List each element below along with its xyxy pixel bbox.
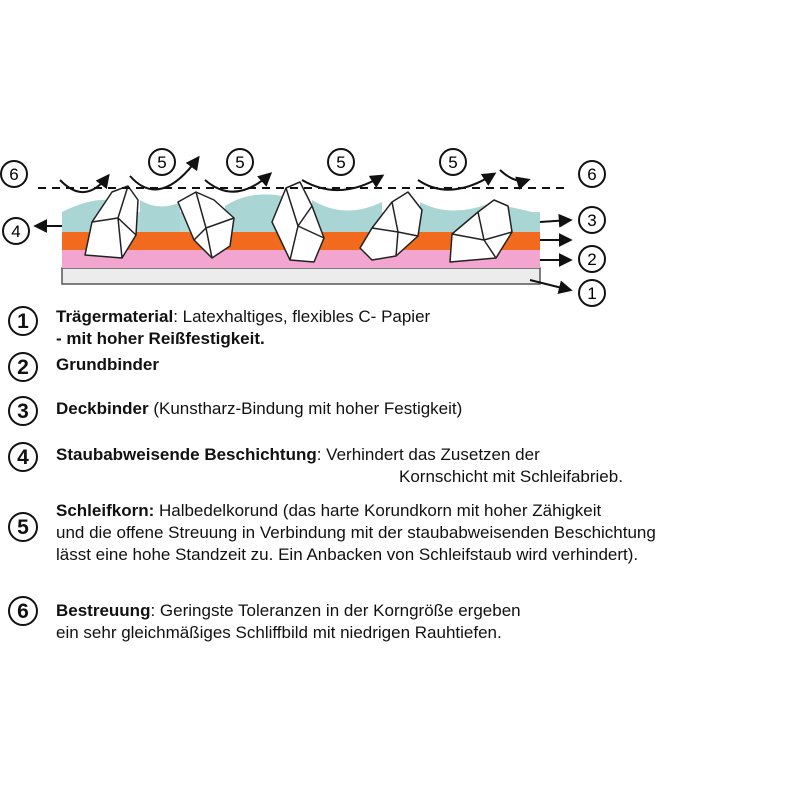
grain [84,185,139,259]
legend-text: Trägermaterial: Latexhaltiges, flexibles… [56,307,431,348]
side-arrows [33,213,573,295]
legend-text: Bestreuung: Geringste Toleranzen in der … [56,601,521,642]
grain [177,191,235,259]
callout-1: 1 [578,279,606,307]
callout-2: 2 [578,245,606,273]
legend-title: Staubabweisende Beschichtung [56,445,317,464]
legend-title: Bestreuung [56,601,151,620]
svg-text:1: 1 [587,284,596,303]
legend-text: Grundbinder [56,354,800,376]
legend-number: 4 [8,442,38,472]
grain [359,191,423,261]
abrasive-grains [84,181,513,263]
legend-title: Schleifkorn: [56,501,155,520]
callout-5-a: 5 [148,148,176,176]
legend-number: 5 [8,512,38,542]
svg-text:6: 6 [587,165,596,184]
svg-text:5: 5 [336,153,345,172]
dust-arrows [59,155,531,194]
callout-6-left: 6 [0,160,28,188]
abrasive-layer-diagram: 6 5 5 5 5 6 4 3 2 1 [0,148,606,307]
svg-text:2: 2 [587,250,596,269]
legend-number: 6 [8,596,38,626]
legend-text: Staubabweisende Beschichtung: Verhindert… [56,445,623,486]
callout-4: 4 [2,217,30,245]
svg-text:5: 5 [448,153,457,172]
legend-text: Schleifkorn: Halbedelkorund (das harte K… [56,501,656,564]
svg-text:4: 4 [11,222,20,241]
callout-6-right: 6 [578,160,606,188]
legend-title: Grundbinder [56,355,159,374]
grain [449,199,513,263]
svg-text:5: 5 [235,153,244,172]
callout-circles: 6 5 5 5 5 6 4 3 2 1 [0,148,606,307]
legend-number: 3 [8,396,38,426]
legend-text: Deckbinder (Kunstharz-Bindung mit hoher … [56,399,463,418]
legend-title: Trägermaterial [56,307,174,326]
layer-backing [61,267,541,285]
svg-text:6: 6 [9,165,18,184]
svg-text:3: 3 [587,211,596,230]
callout-5-b: 5 [226,148,254,176]
callout-5-d: 5 [439,148,467,176]
callout-5-c: 5 [327,148,355,176]
legend-title: Deckbinder [56,399,149,418]
legend-number: 1 [8,306,38,336]
callout-3: 3 [578,206,606,234]
grain [271,181,325,263]
svg-text:5: 5 [157,153,166,172]
legend-number: 2 [8,352,38,382]
